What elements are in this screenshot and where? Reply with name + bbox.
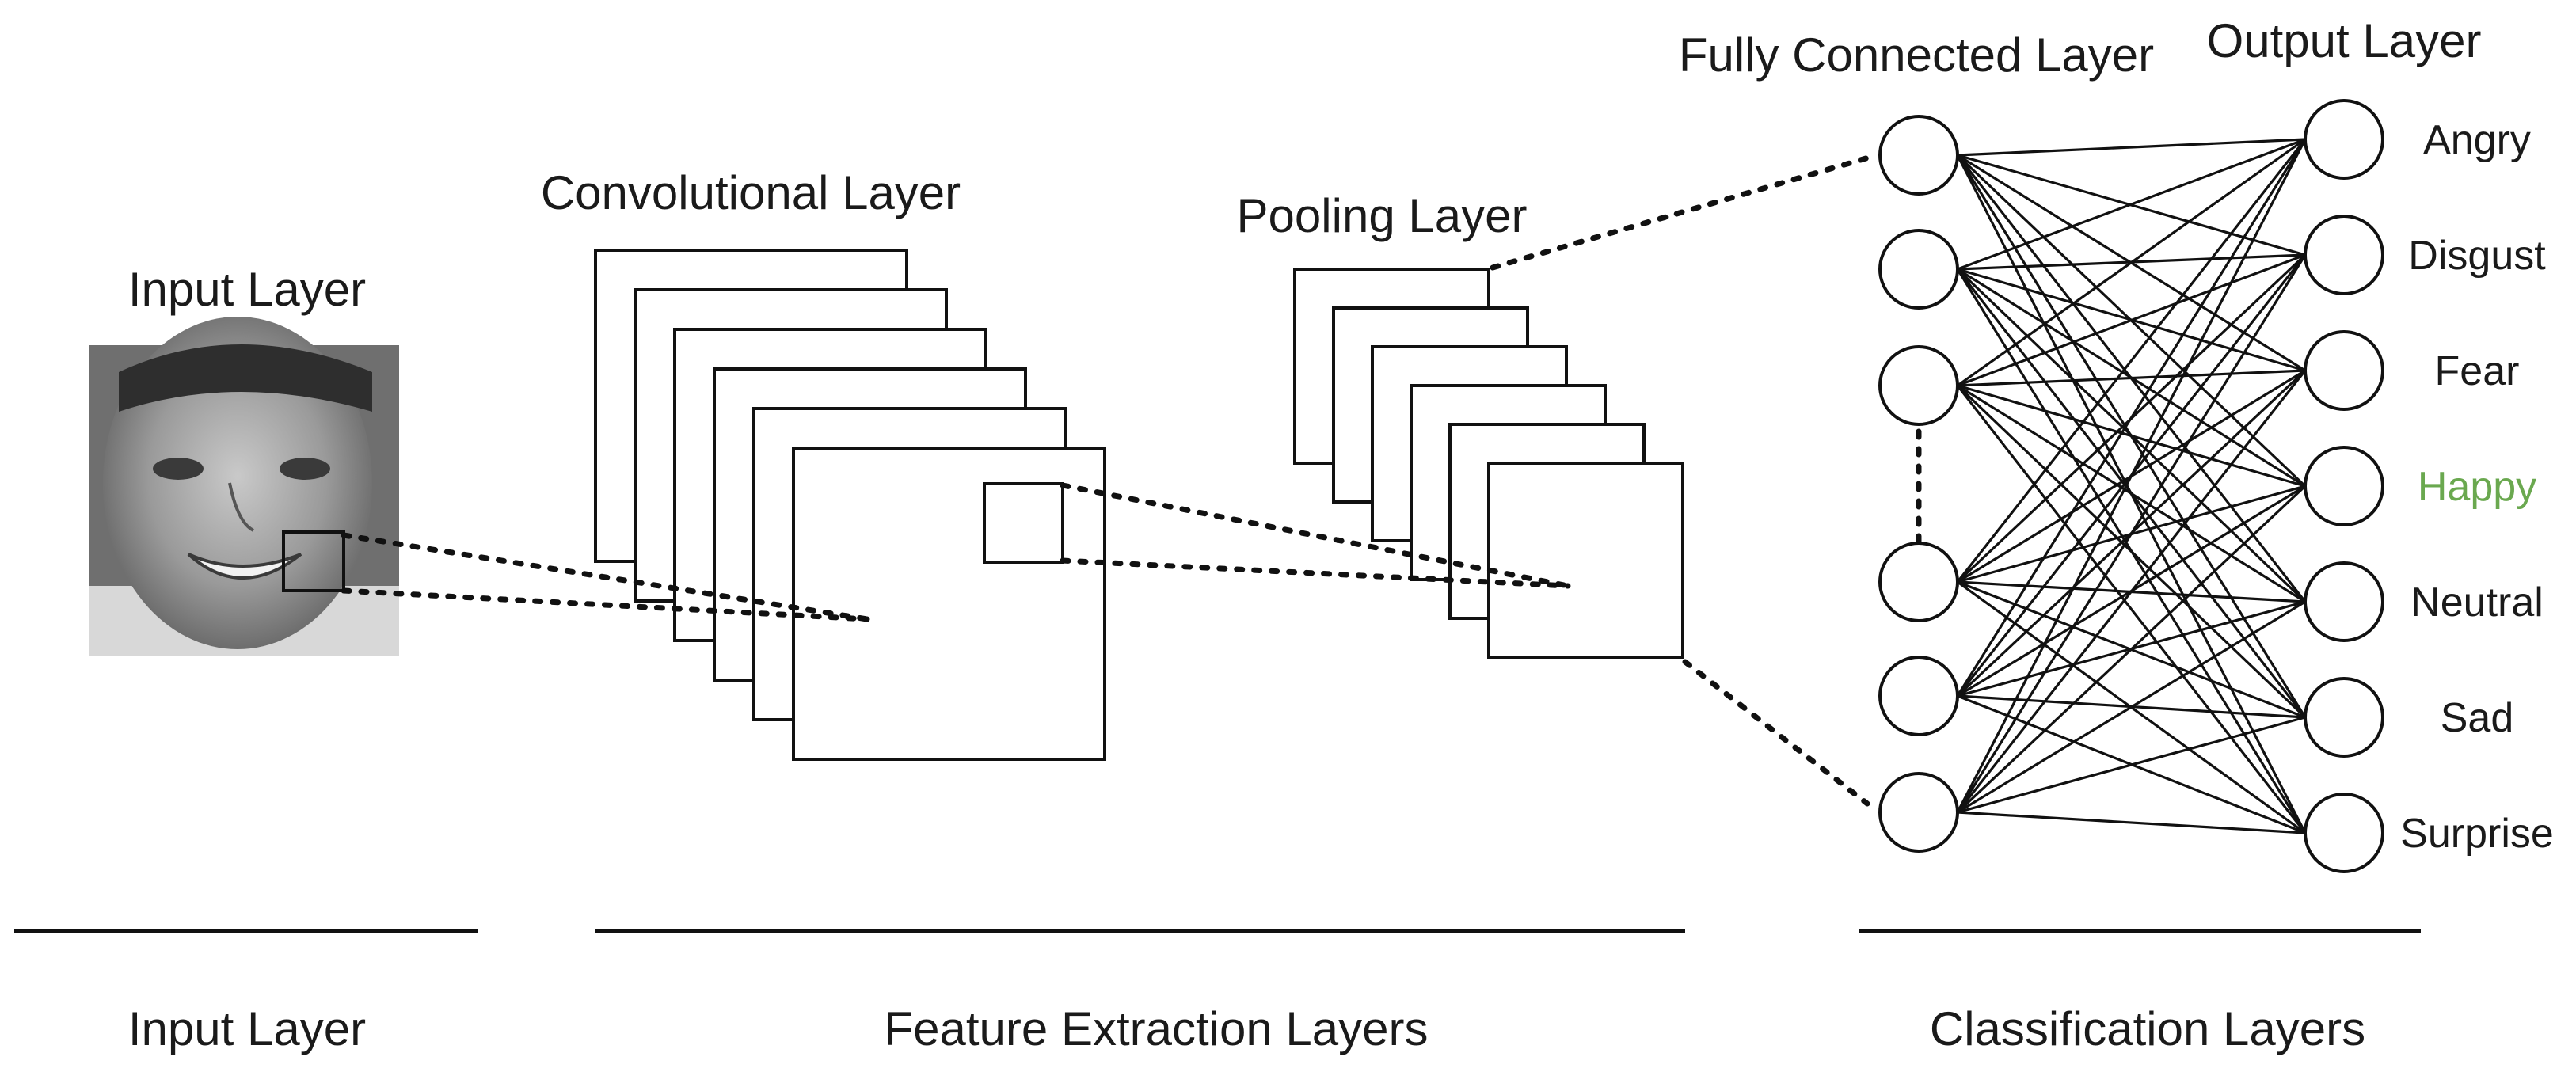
fc-connections xyxy=(1956,138,2307,834)
fc-connection xyxy=(1956,139,2307,697)
fully-connected-neurons xyxy=(1878,115,1959,853)
output-neuron xyxy=(2304,330,2384,411)
fc-connection xyxy=(1957,369,2306,387)
pooling-feature-maps xyxy=(1293,268,1684,659)
fc-connection xyxy=(1957,384,2306,603)
fc-connection xyxy=(1956,254,2307,813)
fully-connected-layer-title: Fully Connected Layer xyxy=(1679,29,2154,82)
fc-connection xyxy=(1956,385,2307,834)
fc-connection xyxy=(1957,138,2306,157)
fc-connection xyxy=(1957,716,2306,814)
output-neuron xyxy=(2304,561,2384,642)
class-label-surprise: Surprise xyxy=(2400,811,2554,857)
fc-neuron xyxy=(1878,542,1959,622)
classification-section-caption: Classification Layers xyxy=(1930,1002,2365,1055)
class-label-fear: Fear xyxy=(2435,348,2520,394)
convolutional-feature-maps xyxy=(594,249,1106,761)
fc-neuron xyxy=(1878,229,1959,310)
fc-connection xyxy=(1957,600,2306,814)
input-receptive-field xyxy=(282,530,345,592)
input-section-caption: Input Layer xyxy=(128,1002,366,1055)
class-label-happy: Happy xyxy=(2418,464,2536,510)
fc-connection xyxy=(1956,485,2307,814)
pool-feature-map xyxy=(1487,462,1684,659)
output-neuron xyxy=(2304,793,2384,873)
fc-connection xyxy=(1956,139,2307,583)
output-layer-title: Output Layer xyxy=(2207,14,2482,67)
class-label-angry: Angry xyxy=(2423,117,2531,163)
fc-connection xyxy=(1956,384,2307,719)
output-neuron xyxy=(2304,99,2384,180)
class-label-sad: Sad xyxy=(2441,695,2514,741)
projection-lines xyxy=(341,152,1922,807)
class-label-neutral: Neutral xyxy=(2410,580,2544,625)
input-layer-title: Input Layer xyxy=(128,263,366,316)
fc-connection xyxy=(1957,253,2306,387)
fc-neuron xyxy=(1878,772,1959,853)
fc-connection xyxy=(1956,139,2307,813)
output-neuron xyxy=(2304,446,2384,526)
conv-receptive-field xyxy=(983,482,1064,564)
fc-connection xyxy=(1957,138,2306,271)
fc-connection xyxy=(1957,138,2306,387)
output-neurons xyxy=(2304,99,2384,873)
fc-connection xyxy=(1956,370,2307,813)
fc-neuron xyxy=(1878,115,1959,196)
feature-extraction-section-caption: Feature Extraction Layers xyxy=(885,1002,1429,1055)
convolutional-layer-title: Convolutional Layer xyxy=(541,166,961,219)
fc-neuron xyxy=(1878,345,1959,426)
output-neuron xyxy=(2304,677,2384,758)
input-face-image xyxy=(89,317,399,656)
fc-connection xyxy=(1957,384,2306,488)
output-neuron xyxy=(2304,215,2384,295)
pooling-layer-title: Pooling Layer xyxy=(1237,189,1528,242)
class-label-disgust: Disgust xyxy=(2408,233,2546,279)
conv-feature-map xyxy=(792,447,1106,761)
fc-neuron xyxy=(1878,656,1959,736)
fc-connection xyxy=(1957,811,2306,834)
